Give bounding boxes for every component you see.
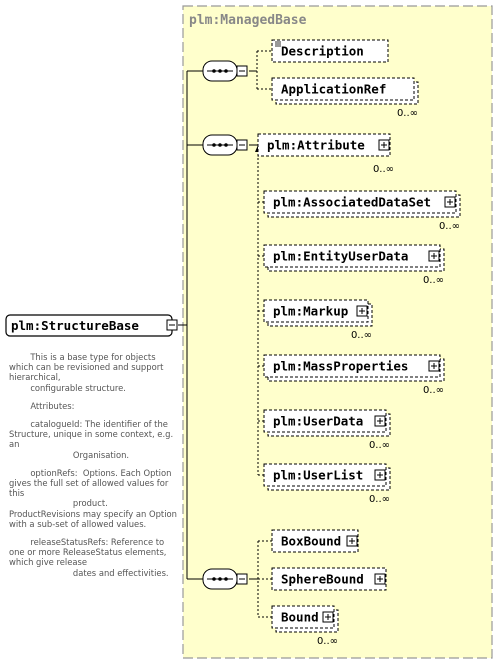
occurrence-label: 0..∞ <box>351 330 372 341</box>
element-box[interactable]: plm:UserData 0..∞ <box>263 409 391 451</box>
element-boxes: DescriptionApplicationRef0..∞plm:Attribu… <box>257 39 461 647</box>
element-box[interactable]: plm:UserList 0..∞ <box>263 463 391 505</box>
expand-icon[interactable] <box>374 469 386 481</box>
occurrence-label: 0..∞ <box>423 275 444 286</box>
element-label: plm:UserData <box>273 414 363 429</box>
element-label: ApplicationRef <box>281 82 386 97</box>
documentation-paragraph: Attributes: <box>9 400 75 411</box>
element-label: plm:EntityUserData <box>273 249 408 264</box>
expand-icon[interactable] <box>322 611 334 623</box>
occurrence-label: 0..∞ <box>397 108 418 119</box>
element-label: Description <box>281 44 364 59</box>
expand-icon[interactable] <box>428 360 440 372</box>
expand-icon[interactable] <box>444 196 456 208</box>
expand-icon[interactable] <box>428 250 440 262</box>
element-box[interactable]: ApplicationRef 0..∞ <box>271 77 419 119</box>
element-frame <box>271 39 389 63</box>
documentation-icon <box>275 41 281 47</box>
occurrence-label: 0..∞ <box>439 221 460 232</box>
element-label: plm:MassProperties <box>273 359 408 374</box>
element-frame <box>271 77 415 101</box>
element-label: BoxBound <box>281 534 341 549</box>
occurrence-label: 0..∞ <box>369 440 390 451</box>
expand-icon[interactable] <box>356 305 368 317</box>
element-box[interactable]: SphereBound <box>271 567 387 591</box>
element-label: plm:Markup <box>273 304 348 319</box>
expand-icon[interactable] <box>374 415 386 427</box>
occurrence-label: 0..∞ <box>317 636 338 647</box>
documentation-paragraph: releaseStatusRefs: Reference to one or m… <box>9 537 169 578</box>
connector-lines <box>178 50 272 618</box>
element-box[interactable]: Bound 0..∞ <box>271 605 339 647</box>
occurrence-label: 0..∞ <box>423 385 444 396</box>
sequence-compositor-3[interactable] <box>202 568 248 590</box>
root-collapse-icon[interactable] <box>166 319 178 331</box>
expand-icon[interactable] <box>346 535 358 547</box>
element-frame <box>263 354 441 378</box>
expand-icon[interactable] <box>374 573 386 585</box>
element-frame <box>263 409 387 433</box>
expand-icon[interactable] <box>378 139 390 151</box>
element-box[interactable]: plm:MassProperties 0..∞ <box>263 354 445 396</box>
element-frame <box>271 605 335 629</box>
root-element[interactable]: plm:StructureBase <box>5 314 173 337</box>
group-title: plm:ManagedBase <box>189 13 307 28</box>
element-label: plm:AssociatedDataSet <box>273 195 431 210</box>
element-box[interactable]: plm:EntityUserData 0..∞ <box>263 244 445 286</box>
documentation-paragraph: This is a base type for objects which ca… <box>9 352 164 393</box>
documentation-paragraph: optionRefs: Options. Each Option gives t… <box>9 467 177 529</box>
element-frame <box>271 529 359 553</box>
sequence-compositor-2[interactable] <box>202 134 248 156</box>
element-label: plm:UserList <box>273 468 363 483</box>
element-label: plm:Attribute <box>267 138 365 153</box>
element-frame <box>263 463 387 487</box>
element-frame <box>263 190 457 214</box>
element-label: SphereBound <box>281 572 364 587</box>
element-frame <box>263 299 369 323</box>
documentation-paragraph: catalogueId: The identifier of the Struc… <box>9 419 174 460</box>
root-element-label: plm:StructureBase <box>11 318 139 333</box>
element-frame <box>263 244 441 268</box>
documentation-annotation: This is a base type for objects which ca… <box>9 352 177 586</box>
element-box[interactable]: plm:Attribute 0..∞ <box>257 133 394 175</box>
element-box[interactable]: BoxBound <box>271 529 359 553</box>
element-box[interactable]: Description <box>271 39 389 63</box>
element-box[interactable]: plm:AssociatedDataSet 0..∞ <box>263 190 461 232</box>
element-frame <box>271 567 387 591</box>
occurrence-label: 0..∞ <box>369 494 390 505</box>
element-frame <box>257 133 391 157</box>
sequence-compositor-1[interactable] <box>202 60 248 82</box>
element-label: Bound <box>281 610 319 625</box>
occurrence-label: 0..∞ <box>373 164 394 175</box>
